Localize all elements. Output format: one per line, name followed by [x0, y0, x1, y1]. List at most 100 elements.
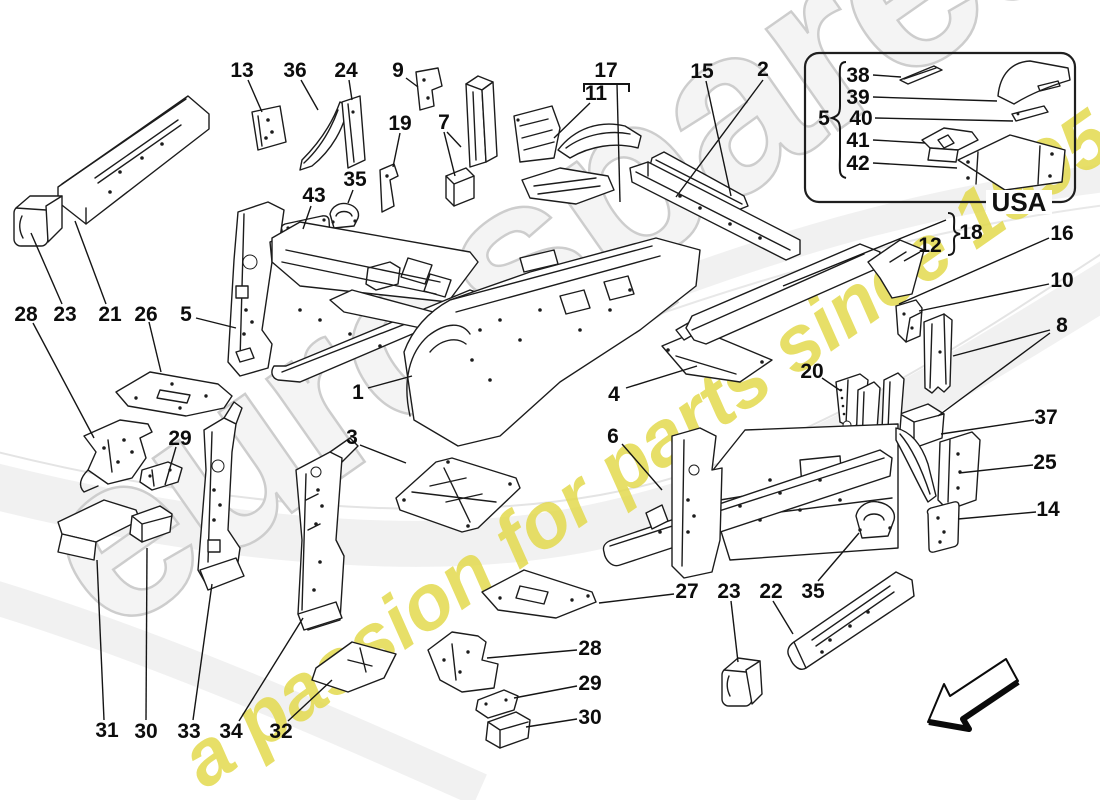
callout-15: 15: [690, 60, 714, 83]
leader-line-22: [772, 600, 794, 635]
leader-line-35-bottom: [817, 532, 860, 582]
leader-line-40: [874, 117, 1014, 122]
part-shield-17b: [521, 167, 615, 205]
leader-line-28-left: [32, 322, 95, 439]
bracket-17: [583, 83, 630, 92]
callout-41: 41: [846, 129, 870, 152]
usa-group-brace: [828, 61, 847, 179]
leader-line-7: [443, 131, 456, 177]
callout-1: 1: [352, 381, 364, 404]
leader-line-29-right: [513, 685, 578, 699]
leader-line-31: [96, 559, 105, 721]
callout-34: 34: [219, 720, 243, 743]
leader-line-17: [616, 83, 621, 203]
callout-16: 16: [1050, 222, 1073, 245]
callout-21: 21: [98, 303, 122, 326]
part-bracket-35-top: [329, 202, 360, 229]
part-sill-rail-21: [57, 95, 210, 225]
callout-30-right: 30: [578, 706, 601, 729]
callout-39: 39: [846, 86, 869, 109]
leader-line-42: [872, 162, 958, 169]
callout-7: 7: [438, 111, 450, 134]
leader-line-36: [300, 79, 319, 111]
leader-line-23-left: [30, 232, 63, 305]
part-beam-2: [629, 161, 801, 261]
callout-11: 11: [585, 82, 608, 105]
callout-35-top: 35: [343, 168, 367, 191]
part-column-7: [465, 75, 498, 168]
part-usa-tag-40: [1011, 105, 1049, 122]
callout-23-left: 23: [53, 303, 76, 326]
leader-line-30-left: [145, 547, 148, 721]
callout-28-right: 28: [578, 637, 602, 660]
leader-line-27: [598, 593, 675, 604]
callout-37: 37: [1034, 406, 1057, 429]
callout-10: 10: [1050, 269, 1073, 292]
callout-22: 22: [759, 580, 782, 603]
callout-32: 32: [269, 720, 292, 743]
callout-43: 43: [302, 184, 325, 207]
part-rear-structure-6: [602, 423, 899, 579]
callout-6: 6: [607, 425, 619, 448]
part-box-7: [445, 167, 475, 207]
callout-29-right: 29: [578, 672, 601, 695]
part-pad-14: [926, 501, 960, 553]
part-sill-22: [787, 571, 915, 670]
callout-30-left: 30: [134, 720, 157, 743]
leader-line-24: [348, 79, 353, 101]
parts-layer: [13, 67, 981, 749]
part-usa-strip-38: [899, 65, 943, 85]
callout-9: 9: [392, 59, 404, 82]
callout-8: 8: [1056, 314, 1068, 337]
part-floor-front-5: [271, 221, 483, 383]
callout-18: 18: [959, 221, 983, 244]
callout-12: 12: [918, 234, 941, 257]
callout-33: 33: [177, 720, 200, 743]
leader-line-10: [918, 283, 1050, 312]
callout-31: 31: [95, 719, 119, 742]
callout-19: 19: [388, 112, 411, 135]
usa-box-border: [803, 51, 1077, 204]
leader-line-35-top: [347, 189, 354, 204]
leader-line-8: [937, 332, 1051, 417]
part-bracket-10: [895, 299, 923, 343]
part-pillar-33: [197, 401, 245, 591]
part-sill-tube-18: [675, 243, 881, 345]
leader-line-23-right: [730, 600, 739, 663]
leader-line-6: [621, 443, 663, 491]
callout-38: 38: [846, 64, 870, 87]
part-end-cap-23-right: [721, 657, 763, 707]
part-bracket-28-left: [79, 419, 153, 493]
callout-17: 17: [594, 59, 617, 82]
leader-line-7: [446, 131, 462, 148]
part-heat-shield-11: [513, 105, 561, 163]
leader-line-4: [625, 365, 698, 389]
direction-arrow: [927, 658, 1020, 732]
part-panel-27: [481, 569, 597, 619]
part-pillar-8: [923, 313, 953, 394]
leader-line-19: [392, 132, 401, 168]
part-pillar-5: [227, 201, 285, 377]
leader-line-34: [238, 617, 304, 722]
leader-line-18: [782, 219, 947, 287]
leader-line-8: [952, 329, 1051, 357]
callout-layer: 1234556789101112131415161718192021222323…: [14, 58, 1073, 743]
leader-line-2: [675, 79, 764, 198]
part-cover-17: [557, 123, 642, 159]
part-bracket-29-right: [475, 689, 519, 719]
part-strip-37: [895, 427, 937, 503]
grouping-brackets: [583, 83, 961, 256]
callout-36: 36: [283, 59, 306, 82]
usa-inset-box: USA: [803, 51, 1077, 217]
brace-18: [947, 212, 961, 256]
callout-20: 20: [800, 360, 823, 383]
part-bracket-9: [415, 67, 443, 111]
part-box-30-right: [485, 711, 531, 749]
part-end-cap-23-left: [13, 195, 63, 247]
leader-line-11: [553, 102, 591, 139]
callout-5-usa: 5: [818, 107, 830, 130]
part-strip-12: [867, 239, 925, 299]
leader-line-37: [940, 419, 1035, 435]
callout-27: 27: [675, 580, 698, 603]
